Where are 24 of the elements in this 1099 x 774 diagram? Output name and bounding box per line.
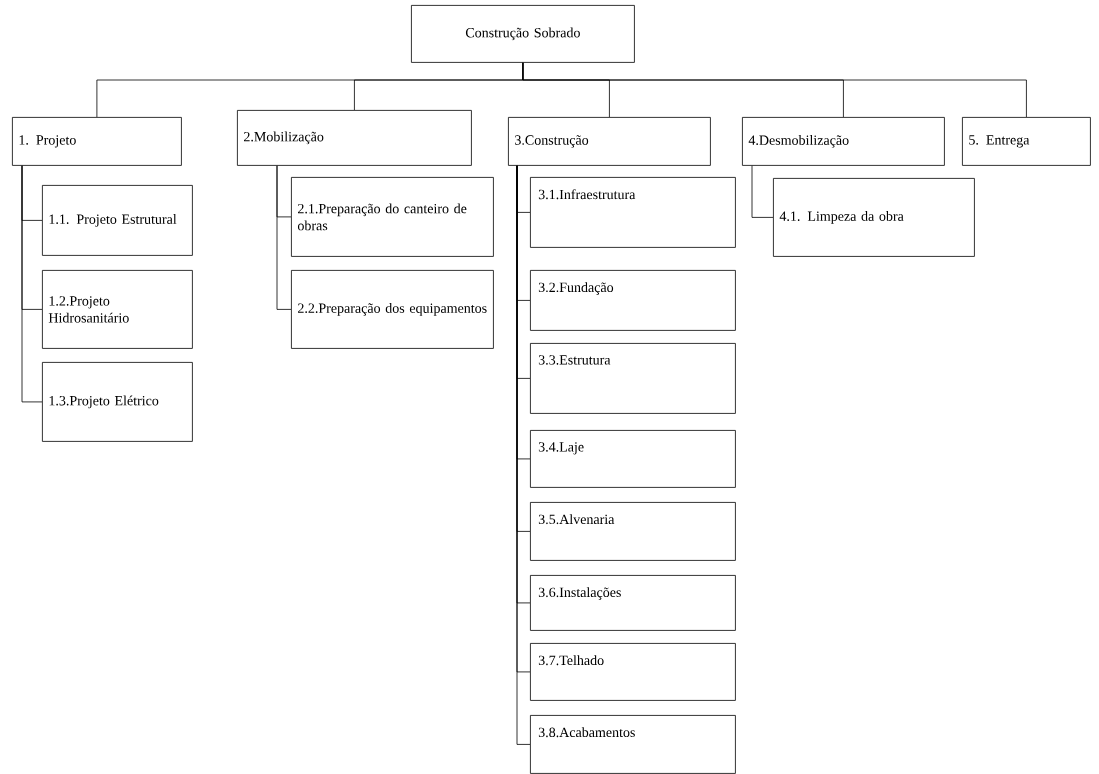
task-box: 3.7.Telhado [530,643,736,701]
connector-line [522,62,1027,118]
task-box: 3.4.Laje [530,430,736,488]
task-box: 1. Projeto [12,117,182,166]
connector-line [276,165,292,310]
connector-line [21,165,43,403]
task-box: 2.Mobilização [237,110,472,166]
task-box: 1.1. Projeto Estrutural [42,185,193,256]
task-box: 2.2.Preparação dos equipamentos [291,270,494,349]
task-box: 3.Construção [508,117,711,166]
task-box: 2.1.Preparação do canteiro de obras [291,177,494,257]
task-box: 3.6.Instalações [530,575,736,631]
task-box: 3.1.Infraestrutura [530,177,736,248]
task-box: 3.2.Fundação [530,270,736,331]
title-box: Construção Sobrado [411,5,635,63]
task-box: 3.8.Acabamentos [530,715,736,774]
task-box: 1.3.Projeto Elétrico [42,362,193,442]
task-box: 4.1. Limpeza da obra [773,178,975,257]
task-box: 5. Entrega [962,117,1091,166]
task-box: 3.5.Alvenaria [530,502,736,561]
connector-line [751,165,774,218]
task-box: 4.Desmobilização [742,117,945,166]
task-box: 3.3.Estrutura [530,343,736,414]
task-box: 1.2.Projeto Hidrosanitário [42,270,193,349]
